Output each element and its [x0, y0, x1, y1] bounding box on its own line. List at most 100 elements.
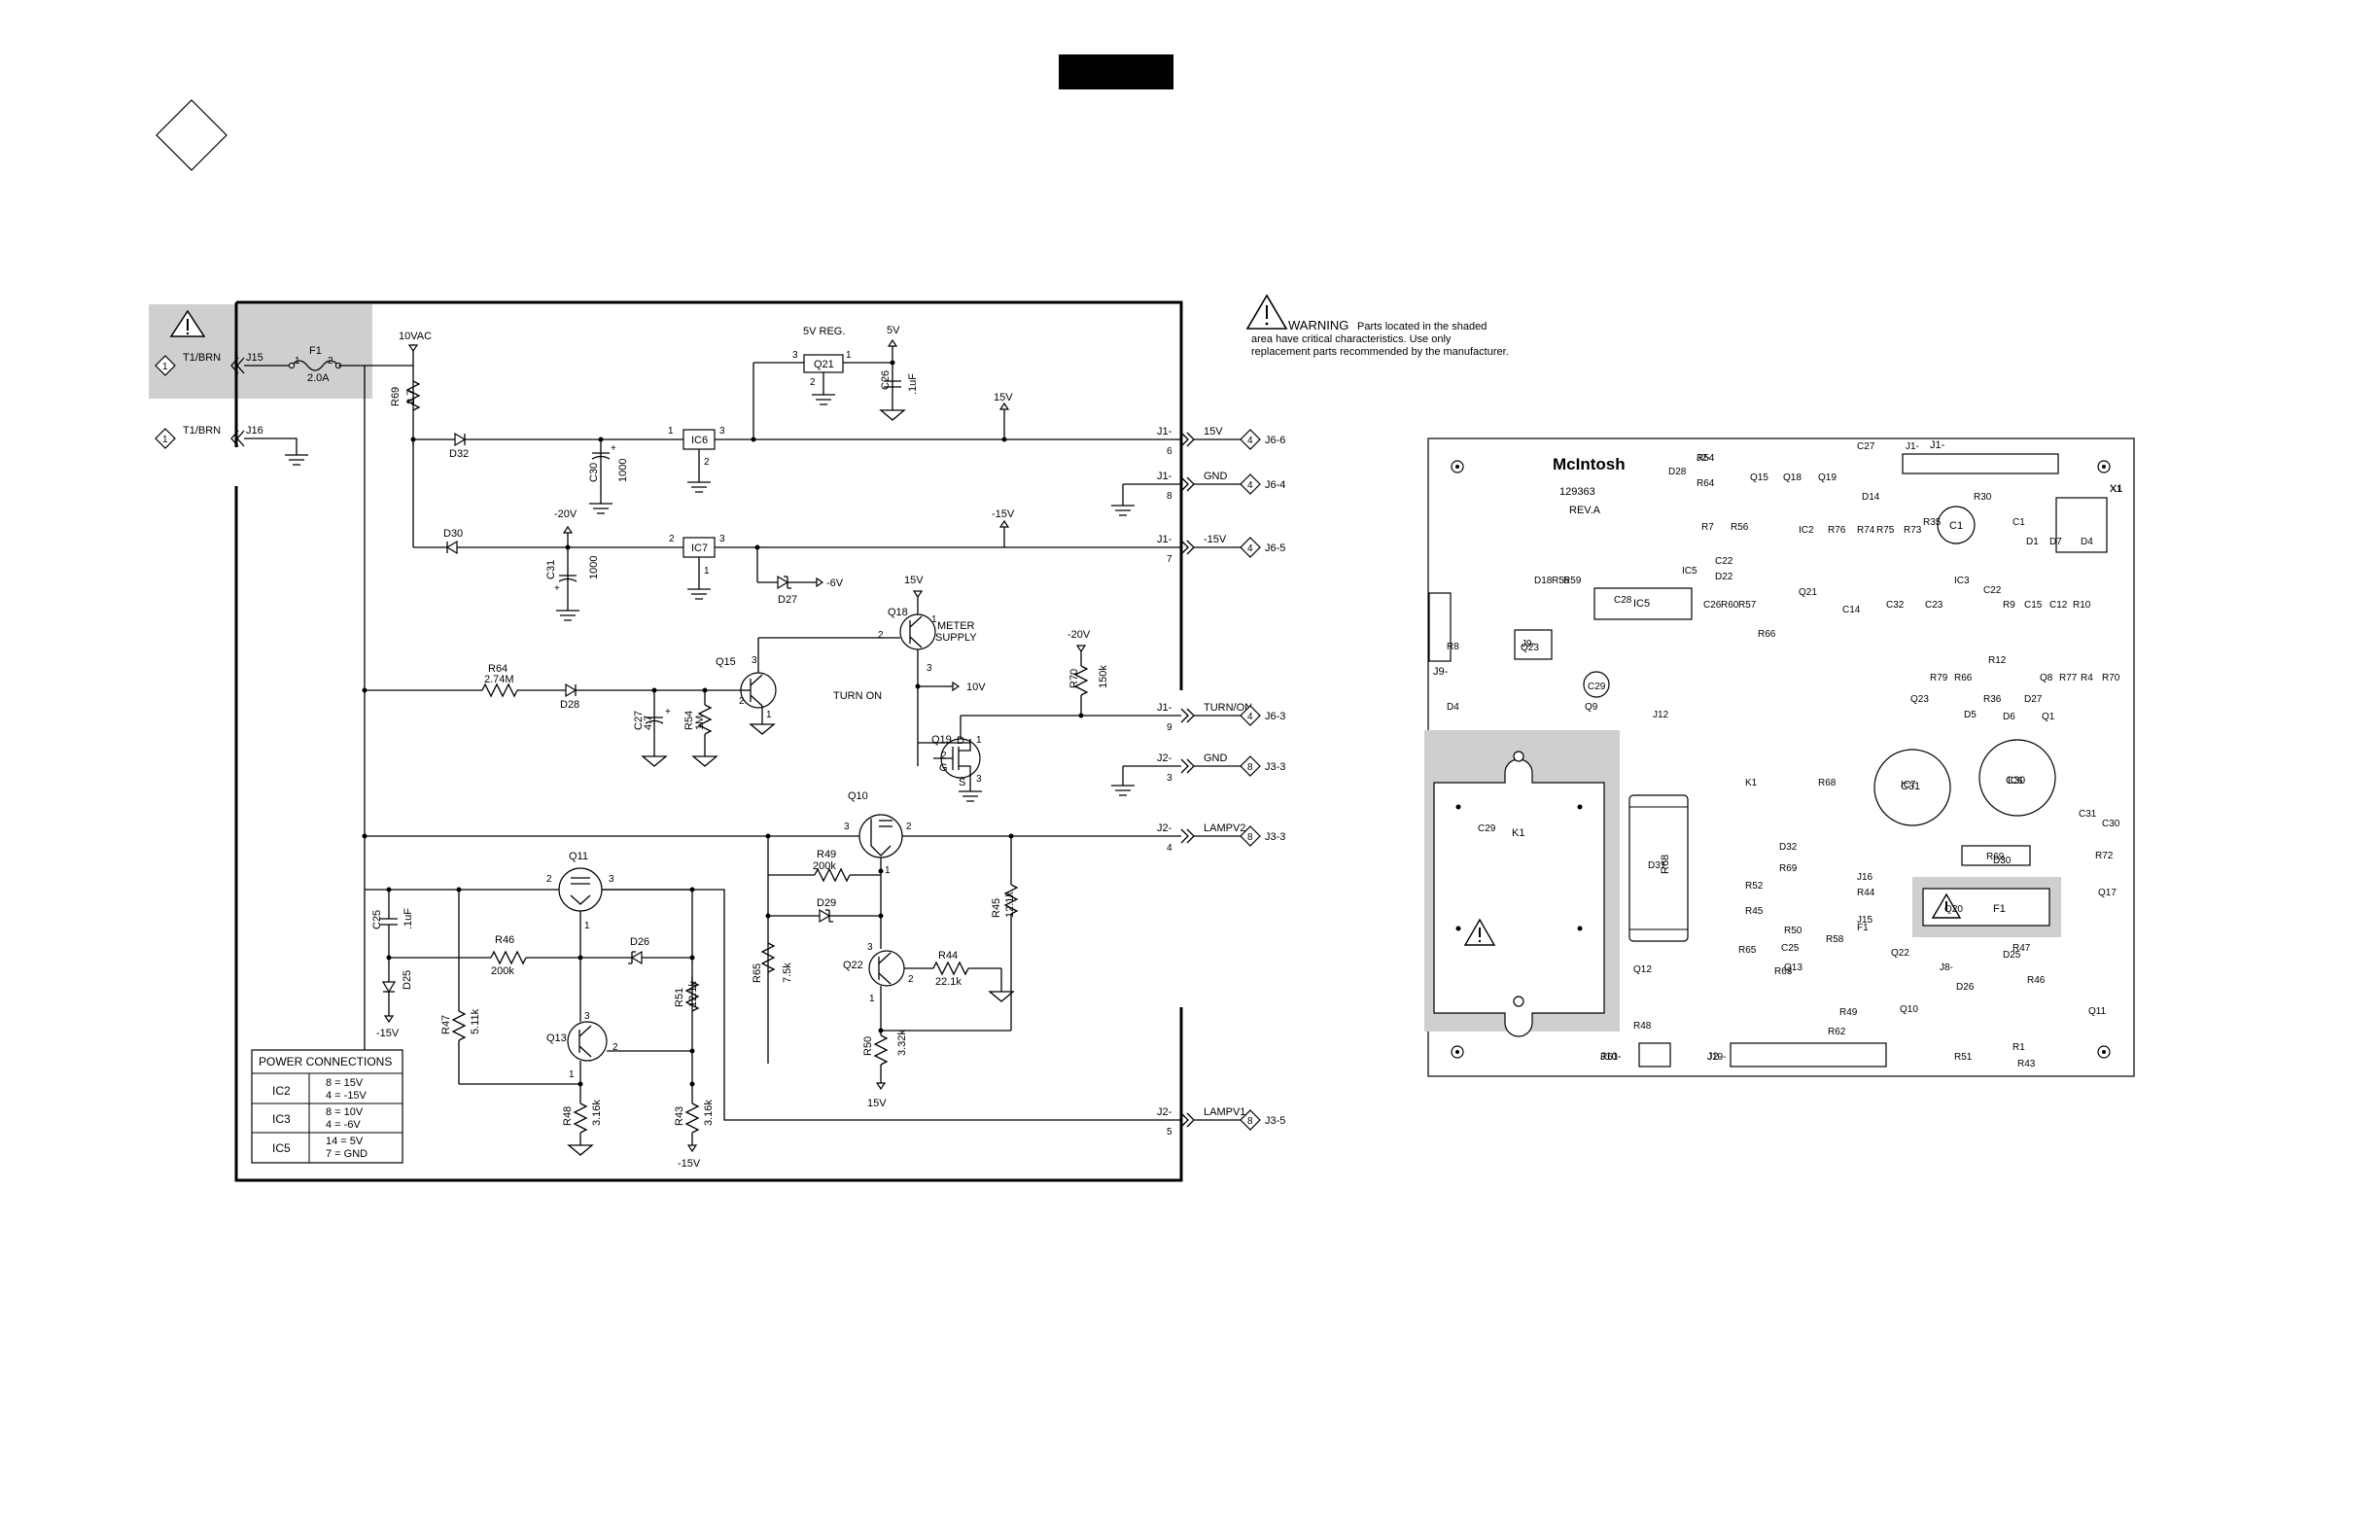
pcb-part-label: C22 — [1983, 585, 2002, 596]
svg-text:D25: D25 — [402, 970, 413, 990]
svg-text:3.32k: 3.32k — [896, 1030, 908, 1056]
svg-text:2: 2 — [739, 696, 745, 707]
svg-text:Parts located in the shaded: Parts located in the shaded — [1357, 321, 1487, 332]
warning-triangle-icon — [1245, 294, 1288, 330]
schematic: 1 T1/BRN J15 F1 1 2 2.0A 1 T1/BRN J16 10… — [149, 300, 1285, 1182]
svg-text:TURN ON: TURN ON — [833, 690, 882, 702]
svg-text:1: 1 — [584, 921, 590, 931]
pcb-part-label: C29 — [1478, 823, 1496, 834]
connector-pin: 9 — [1167, 722, 1172, 733]
pcb-part-label: R61 — [1600, 1052, 1619, 1063]
svg-text:8 = 10V: 8 = 10V — [326, 1106, 364, 1118]
pcb-part-label: D31 — [1648, 860, 1666, 871]
pcb-part-label: IC7 — [1901, 780, 1916, 790]
svg-text:4 = -6V: 4 = -6V — [326, 1119, 361, 1131]
svg-text:F1: F1 — [309, 345, 322, 357]
pcb-part-label: C28 — [1614, 595, 1632, 606]
connector-pin: 5 — [1167, 1127, 1172, 1138]
svg-text:METER: METER — [937, 620, 975, 632]
svg-text:3: 3 — [752, 655, 757, 666]
input-t1-j15: 1 T1/BRN J15 F1 1 2 2.0A — [155, 345, 413, 384]
svg-text:IC3: IC3 — [272, 1112, 291, 1126]
pcb-part-label: R4 — [2081, 673, 2093, 683]
svg-text:replacement parts recommended: replacement parts recommended by the man… — [1251, 346, 1509, 358]
svg-text:Q22: Q22 — [843, 960, 863, 971]
connector-net: TURN/ON — [1204, 702, 1252, 714]
svg-text:5.11k: 5.11k — [470, 1008, 481, 1034]
svg-text:3: 3 — [927, 663, 932, 674]
svg-text:C31: C31 — [1901, 781, 1920, 792]
svg-text:3: 3 — [609, 874, 614, 885]
svg-text:5V REG.: 5V REG. — [803, 326, 845, 337]
pcb-part-label: R60 — [1721, 600, 1739, 611]
svg-text:3: 3 — [719, 426, 725, 437]
svg-text:1: 1 — [869, 994, 875, 1004]
schematic-frame — [234, 300, 1183, 1182]
pcb-part-label: Q1 — [2042, 712, 2055, 722]
pcb-part-label: C27 — [1857, 441, 1875, 452]
pcb-part-label: Q22 — [1891, 948, 1909, 959]
pcb-part-label: R30 — [1974, 492, 1992, 503]
pcb-part-label: R79 — [1930, 673, 1948, 683]
svg-text:1: 1 — [162, 435, 168, 445]
svg-text:Q21: Q21 — [814, 359, 834, 370]
connector-flag: 8 — [1247, 762, 1253, 773]
svg-text:1: 1 — [162, 362, 168, 372]
svg-text:2: 2 — [546, 874, 552, 885]
svg-text:R69: R69 — [1986, 852, 2005, 862]
pcb-part-label: C30 — [2102, 819, 2120, 829]
svg-text:J2-: J2- — [1707, 1051, 1723, 1063]
pcb-part-label: R57 — [1738, 600, 1757, 611]
pcb-part-label: J1- — [1906, 441, 1919, 452]
svg-text:Q23: Q23 — [1521, 643, 1539, 653]
input-t1-j16: 1 T1/BRN J16 — [155, 425, 308, 466]
connector-pin: 4 — [1167, 843, 1172, 854]
svg-text:Q11: Q11 — [569, 851, 588, 862]
svg-text:C30: C30 — [588, 463, 600, 482]
connector-ref: J2- — [1157, 752, 1172, 764]
svg-text:C25: C25 — [371, 910, 383, 929]
svg-text:10V: 10V — [966, 682, 986, 693]
svg-text:Q10: Q10 — [848, 790, 868, 802]
svg-text:D29: D29 — [817, 897, 836, 909]
power-connections-table: POWER CONNECTIONS IC2 8 = 15V 4 = -15V I… — [251, 1049, 403, 1164]
svg-text:SUPPLY: SUPPLY — [935, 632, 977, 644]
connector-net: GND — [1204, 752, 1228, 764]
svg-text:R69: R69 — [390, 387, 402, 406]
connector-net: GND — [1204, 471, 1228, 482]
pcb-part-label: D14 — [1862, 492, 1880, 503]
pcb-part-label: D5 — [1964, 710, 1977, 720]
svg-text:2.0A: 2.0A — [307, 372, 330, 384]
svg-text:D26: D26 — [630, 936, 649, 948]
svg-text:+: + — [554, 583, 560, 594]
power-table-title: POWER CONNECTIONS — [259, 1055, 392, 1068]
pcb-part-label: R45 — [1745, 906, 1764, 917]
pcb-part-label: R54 — [1697, 453, 1715, 464]
connector-dest: J3-3 — [1265, 761, 1285, 773]
connector-dest: J3-5 — [1265, 1115, 1285, 1127]
pcb-part-label: C26 — [1703, 600, 1722, 611]
connector-dest: J6-3 — [1265, 711, 1285, 722]
connector-dest: J6-5 — [1265, 542, 1285, 554]
pcb-part-label: Q12 — [1633, 964, 1652, 975]
svg-text:C29: C29 — [1588, 682, 1606, 692]
svg-text:D28: D28 — [560, 699, 579, 711]
pcb-part-label: R49 — [1839, 1007, 1858, 1018]
svg-text:10VAC: 10VAC — [399, 331, 432, 342]
svg-text:R48: R48 — [562, 1106, 574, 1126]
pcb-part-label: D30 — [1993, 856, 2012, 866]
svg-text:8 = 15V: 8 = 15V — [326, 1077, 364, 1089]
pcb-part-label: R55 — [1552, 576, 1570, 586]
svg-text:Q13: Q13 — [546, 1032, 567, 1044]
connector-ref: J2- — [1157, 822, 1172, 834]
pcb-part-label: D4 — [1447, 702, 1459, 713]
svg-text:IC6: IC6 — [691, 435, 708, 446]
svg-text:.1uF: .1uF — [907, 373, 919, 395]
svg-text:14 = 5V: 14 = 5V — [326, 1136, 364, 1147]
pcb-part-label: J8- — [1940, 962, 1953, 973]
pcb-part-label: Q19 — [1818, 472, 1837, 483]
